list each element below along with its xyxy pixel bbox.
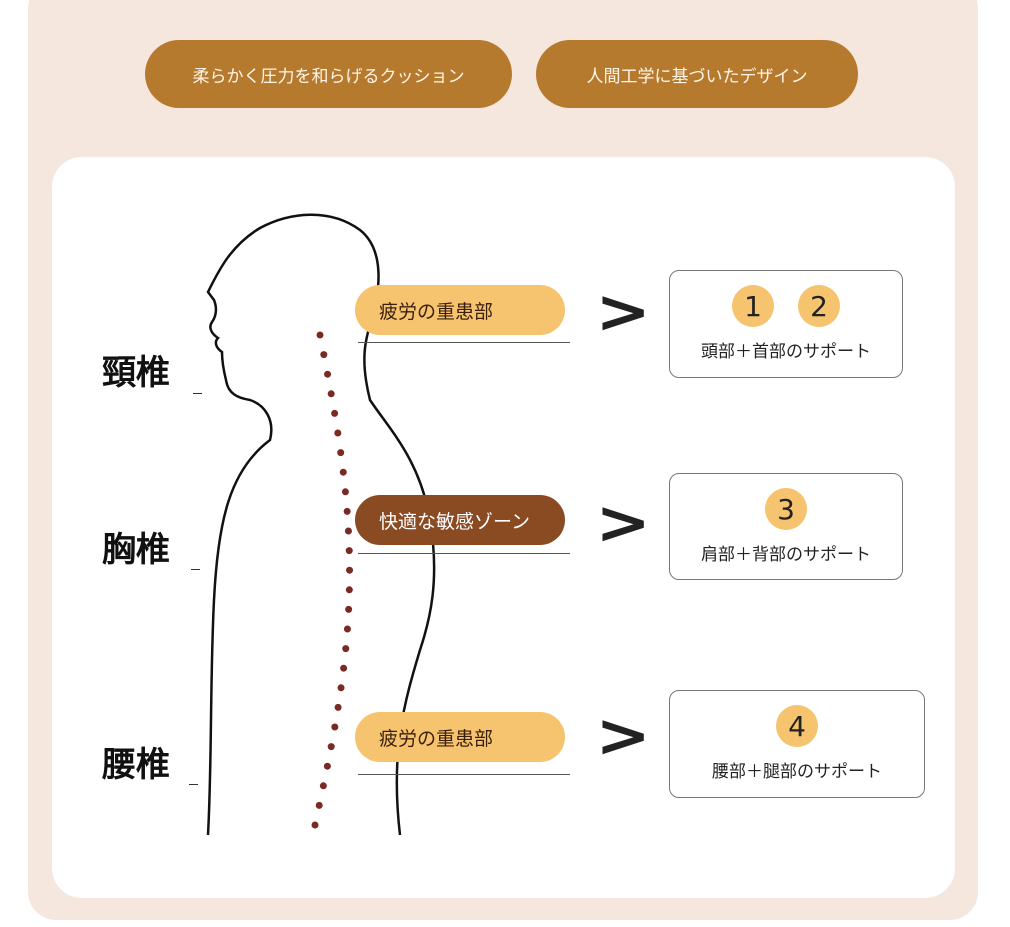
spine-dot [311,821,319,829]
fatigue-zone-pill: 疲労の重患部 [355,285,565,335]
dash [189,784,198,785]
spine-dot [327,390,335,398]
comfort-zone-pill: 快適な敏感ゾーン [355,495,565,545]
spine-dot [334,429,342,437]
support-box-waist-thigh: 4 腰部＋腿部のサポート [669,690,925,798]
label-lumbar: 腰椎 [102,745,170,785]
label-thoracic: 胸椎 [102,530,170,570]
number-badge: 1 [732,285,774,327]
spine-dot [319,782,327,790]
spine-dot [345,547,353,555]
spine-dot [342,645,350,653]
spine-dot [334,703,342,711]
spine-dot [345,586,353,594]
label-cervical: 頸椎 [102,353,170,393]
spine-dot [341,488,349,496]
fatigue-zone-pill: 疲労の重患部 [355,712,565,762]
ergonomic-feature-button[interactable]: 人間工学に基づいたデザイン [536,40,858,108]
spine-dot [343,507,351,515]
support-box-shoulder-back: 3 肩部＋背部のサポート [669,473,903,580]
dash [191,569,200,570]
spine-dot [327,743,335,751]
spine-dot [315,801,323,809]
arrow-right-icon: > [595,488,651,558]
support-text: 頭部＋首部のサポート [701,342,871,362]
spine-dot [320,351,328,359]
spine-dot [324,370,332,378]
spine-dot [331,723,339,731]
spine-dots [311,331,354,829]
number-badge: 2 [798,285,840,327]
spine-dot [344,527,352,535]
dash [193,393,202,394]
spine-dot [323,762,331,770]
spine-dot [340,664,348,672]
spine-dot [331,409,339,417]
number-badge: 3 [765,488,807,530]
divider [358,342,570,343]
divider [358,774,570,775]
support-text: 腰部＋腿部のサポート [712,762,882,782]
spine-dot [316,331,324,339]
divider [358,553,570,554]
support-text: 肩部＋背部のサポート [701,545,871,565]
spine-dot [343,625,351,633]
arrow-right-icon: > [595,277,651,347]
number-badge: 4 [776,705,818,747]
cushion-feature-button[interactable]: 柔らかく圧力を和らげるクッション [145,40,512,108]
spine-dot [337,684,345,692]
spine-dot [339,468,347,476]
spine-dot [337,449,345,457]
spine-dot [346,566,354,574]
arrow-right-icon: > [595,701,651,771]
spine-dot [345,605,353,613]
